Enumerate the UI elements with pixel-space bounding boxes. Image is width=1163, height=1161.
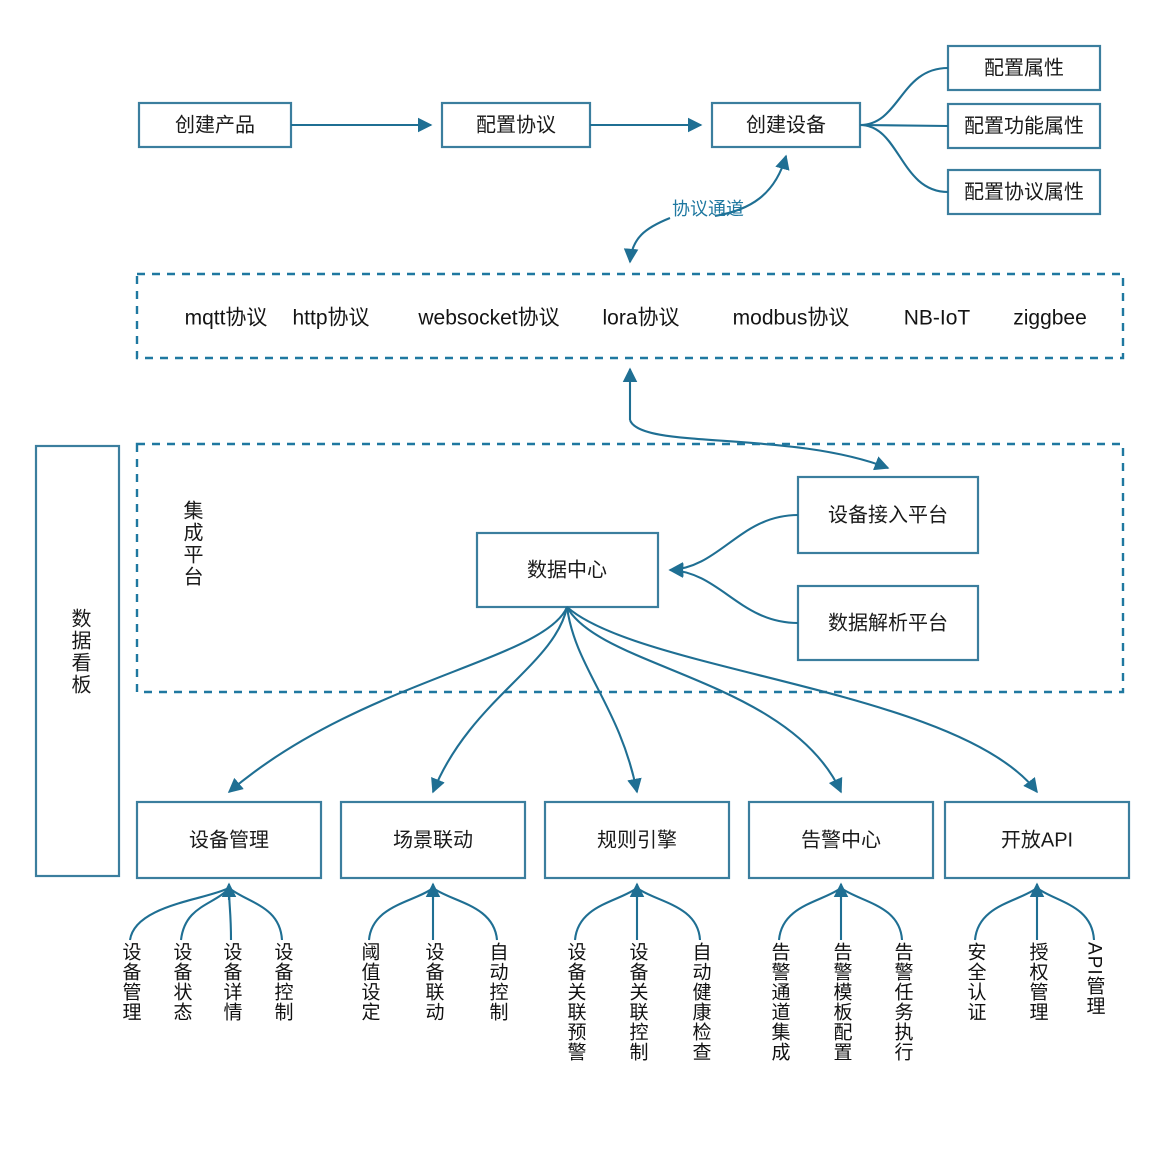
panel-data-dashboard[interactable] [34, 444, 121, 878]
edge-protocolband-to-access [629, 419, 890, 471]
node-module-1[interactable] [339, 800, 527, 880]
node-module-2[interactable] [543, 800, 731, 880]
edge-device-to-function-attr [859, 123, 949, 128]
protocol-item-http: http协议 [292, 307, 369, 330]
leaf-module-2-1: 设备关联控制 [626, 942, 648, 1062]
edge-datacenter-to-module-2 [565, 606, 642, 794]
edge-module-2-leaf-0 [573, 887, 638, 941]
node-config-function-attribute[interactable] [946, 102, 1102, 150]
edge-module-4-leaf-2 [1036, 887, 1096, 941]
node-module-2-label: 规则引擎 [597, 828, 677, 851]
node-config-protocol-label: 配置协议 [476, 113, 556, 136]
node-create-product-label: 创建产品 [175, 113, 255, 136]
node-create-product[interactable] [137, 101, 293, 149]
leaf-module-4-1: 授权管理 [1026, 942, 1048, 1022]
node-module-0[interactable] [135, 800, 323, 880]
edge-module-3-leaf-2 [840, 887, 904, 941]
node-create-device-label: 创建设备 [746, 113, 826, 136]
edge-module-2-leaf-2 [636, 887, 702, 941]
protocol-item-ziggbee: ziggbee [1013, 307, 1087, 330]
protocol-channel-label: 协议通道 [672, 199, 744, 219]
leaf-module-3-2: 告警任务执行 [891, 942, 913, 1062]
protocol-item-modbus: modbus协议 [733, 307, 850, 330]
leaf-module-4-2: API管理 [1083, 942, 1105, 1016]
leaf-module-0-0: 设备管理 [119, 942, 141, 1022]
node-module-3[interactable] [747, 800, 935, 880]
edge-datacenter-to-module-0 [227, 606, 568, 793]
node-module-0-label: 设备管理 [189, 828, 269, 851]
node-config-protocol[interactable] [440, 101, 592, 149]
edge-module-4-leaf-0 [973, 887, 1038, 941]
leaf-module-2-2: 自动健康检查 [689, 942, 711, 1062]
protocol-item-websocket: websocket协议 [417, 307, 559, 330]
node-create-device[interactable] [710, 101, 862, 149]
node-module-3-label: 告警中心 [801, 828, 881, 851]
panel-data-dashboard-label: 数据看板 [68, 608, 90, 696]
leaf-module-1-1: 设备联动 [422, 942, 444, 1022]
node-device-access-platform[interactable] [796, 475, 980, 555]
protocol-item-nbiot: NB-IoT [904, 307, 971, 330]
leaf-module-4-0: 安全认证 [964, 942, 986, 1022]
leaf-module-0-2: 设备详情 [220, 942, 242, 1022]
leaf-module-3-1: 告警模板配置 [830, 942, 852, 1062]
node-device-access-platform-label: 设备接入平台 [828, 503, 948, 526]
node-module-4-label: 开放API [1001, 828, 1073, 851]
protocol-item-lora: lora协议 [602, 307, 679, 330]
panel-integration-platform-label: 集成平台 [180, 500, 202, 588]
edge-datacenter-to-module-4 [566, 606, 1038, 794]
edge-protocol-channel-up [714, 154, 790, 218]
leaf-module-1-0: 阈值设定 [358, 942, 380, 1022]
edge-access-to-datacenter [668, 513, 799, 577]
node-data-center-label: 数据中心 [527, 558, 607, 581]
node-config-protocol-attribute-label: 配置协议属性 [964, 180, 1084, 203]
protocol-item-mqtt: mqtt协议 [185, 307, 268, 330]
node-config-protocol-attribute[interactable] [946, 168, 1102, 216]
node-module-4[interactable] [943, 800, 1131, 880]
leaf-module-1-2: 自动控制 [486, 942, 508, 1022]
edge-module-1-leaf-2 [432, 887, 499, 941]
edge-datacenter-to-module-3 [566, 606, 843, 794]
node-config-attribute[interactable] [946, 44, 1102, 92]
edge-device-to-attr [859, 66, 949, 127]
node-data-center[interactable] [475, 531, 660, 609]
node-config-attribute-label: 配置属性 [984, 56, 1064, 79]
edge-module-3-leaf-0 [777, 887, 842, 941]
node-module-1-label: 场景联动 [393, 828, 473, 851]
edge-module-1-leaf-0 [367, 887, 434, 941]
node-config-function-attribute-label: 配置功能属性 [964, 114, 1084, 137]
edge-datacenter-to-module-1 [431, 606, 569, 794]
edge-module-0-leaf-3 [228, 887, 284, 941]
edge-module-0-leaf-0 [128, 887, 230, 941]
edge-parse-to-datacenter [668, 563, 799, 625]
node-data-parse-platform[interactable] [796, 584, 980, 662]
leaf-module-0-3: 设备控制 [271, 942, 293, 1022]
leaf-module-0-1: 设备状态 [170, 942, 192, 1022]
panel-integration-platform [135, 442, 1125, 694]
edge-protocol-channel-down [623, 217, 671, 264]
leaf-module-3-0: 告警通道集成 [768, 942, 790, 1062]
node-data-parse-platform-label: 数据解析平台 [828, 611, 948, 634]
edge-device-to-protocol-attr [859, 123, 949, 194]
leaf-module-2-0: 设备关联预警 [564, 942, 586, 1062]
protocol-band [135, 272, 1125, 360]
